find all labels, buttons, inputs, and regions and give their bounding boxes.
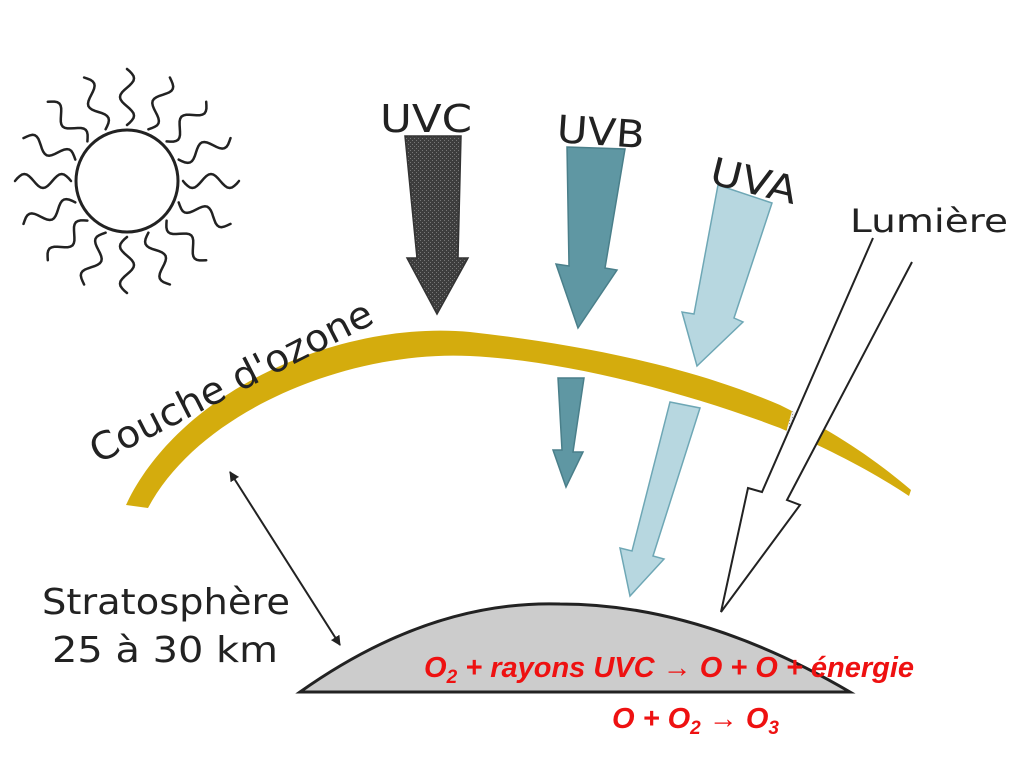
altitude-label: 25 à 30 km [52,630,278,671]
sun-ray [147,76,175,131]
uvb-arrow-upper [554,146,626,330]
eq1-rest: + rayons UVC → O + O + énergie [457,652,915,684]
equation-ozone-photolysis: O2 + rayons UVC → O + O + énergie [424,652,915,688]
sun-ray [165,100,208,143]
sun-ray [22,133,77,161]
sun-ray [22,197,77,226]
uvb-label: UVB [555,107,646,157]
sun-ray [46,219,89,262]
eq2-sub2: 2 [690,718,701,739]
sun-ray [118,235,136,295]
sun-ray [181,172,241,190]
lumiere-label: Lumière [850,202,1008,240]
sun-ray [82,76,111,131]
sun-ray [13,172,73,190]
sun-ray [165,219,208,262]
stratosphere-label: Stratosphère [42,582,290,623]
eq2-sub3: 3 [768,718,779,739]
sun-ray [143,231,172,286]
uvc-arrow [404,135,470,316]
equation-ozone-formation: O + O2 → O3 [612,703,779,739]
eq2-arrow: → O [700,703,769,735]
sun-ray [177,136,232,165]
sun-ray [177,201,232,229]
sun-ray [118,67,136,127]
uvc-label: UVC [380,97,472,141]
sun-ray [79,231,107,286]
eq1-sub2: 2 [446,667,458,688]
eq1-o: O [424,652,447,684]
sun-icon [13,67,241,295]
eq2-lhs: O + O [612,703,691,735]
earth-surface [295,602,856,694]
stratosphere-height-arrow [229,471,341,646]
uvb-arrow-lower [551,377,585,489]
light-arrow [720,237,913,613]
ozone-layer-label: Couche d'ozone [82,291,380,472]
sun-ray [46,100,89,143]
uva-arrow-upper [680,184,773,368]
uva-arrow-lower [619,401,701,598]
ozone-layer [126,330,911,508]
